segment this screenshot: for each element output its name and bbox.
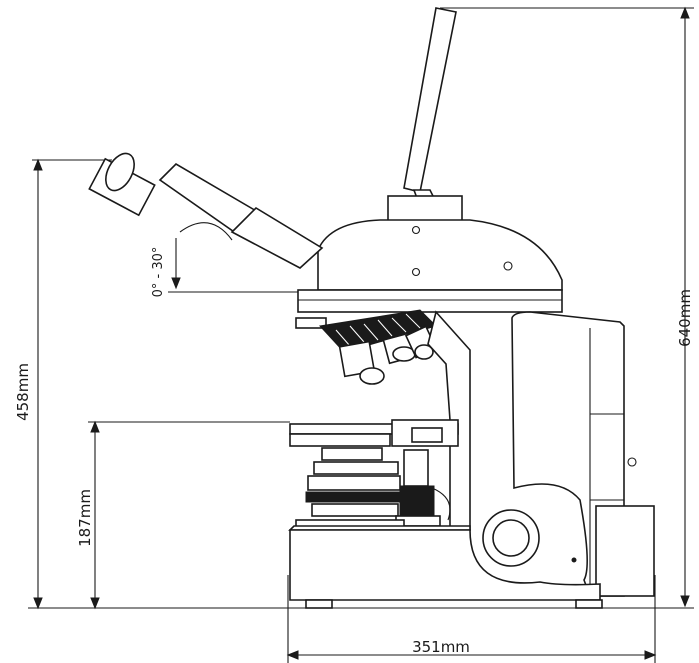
stage-height-label: 187mm (76, 489, 94, 547)
eyepiece-height-label: 458mm (14, 363, 32, 421)
tilt-range-label: 0° - 30° (151, 247, 166, 298)
total-height-label: 640mm (676, 289, 694, 347)
dimension-lines (28, 6, 694, 663)
microscope-outline (88, 7, 655, 609)
base-width-label: 351mm (412, 638, 470, 656)
